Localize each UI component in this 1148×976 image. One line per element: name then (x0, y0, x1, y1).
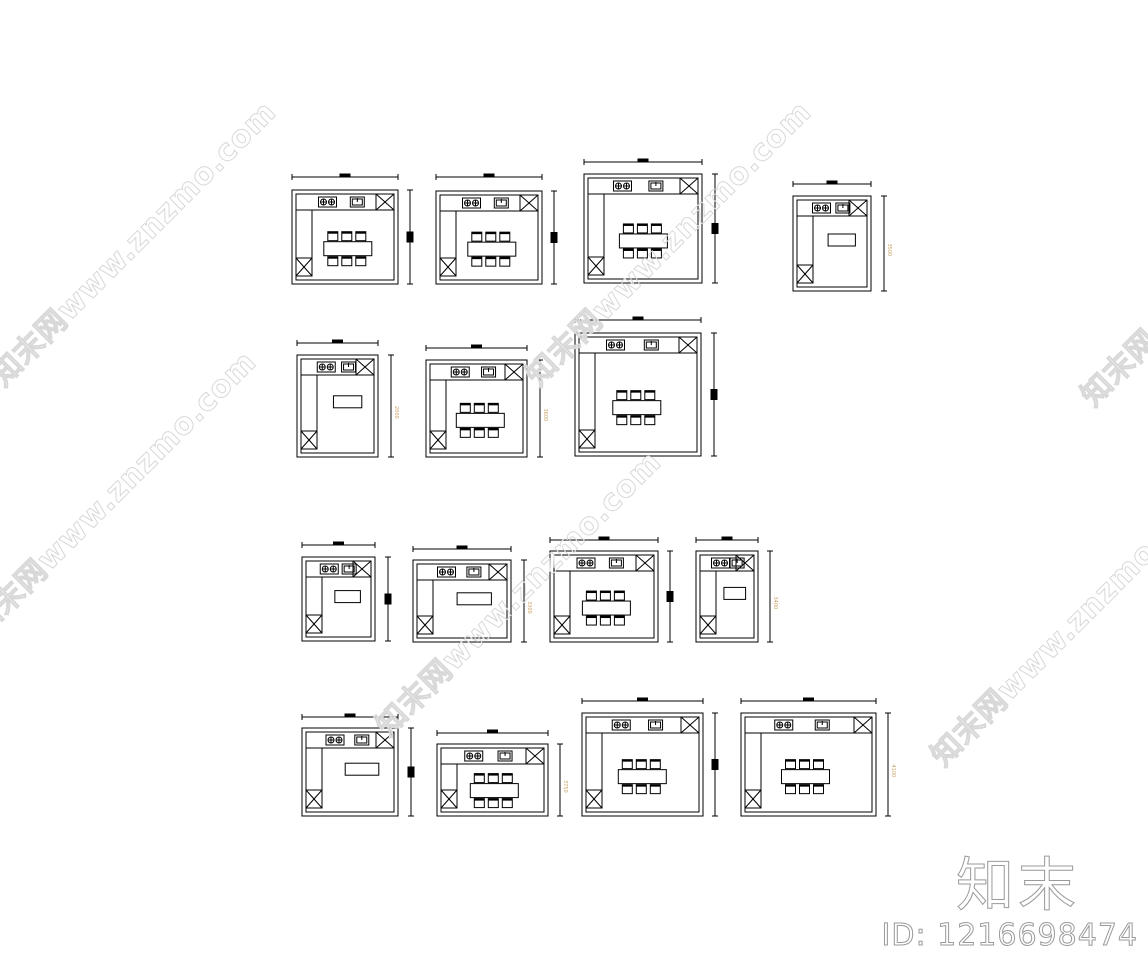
floor-plan-12 (301, 713, 415, 817)
svg-text:3500: 3500 (886, 244, 892, 257)
floor-plan-9: 3300 (412, 545, 532, 643)
floor-plan-5: 2000 (296, 339, 399, 458)
floor-plan-10 (549, 536, 674, 643)
svg-text:3750: 3750 (562, 780, 568, 793)
svg-text:2000: 2000 (393, 406, 399, 419)
svg-text:3400: 3400 (772, 597, 778, 610)
brand-logo: 知末 (955, 851, 1080, 920)
floor-plans-group: 3500 2000 3600 3300 3400 3750 4100 (291, 158, 896, 817)
floor-plan-15: 4100 (740, 697, 896, 817)
svg-text:3300: 3300 (526, 601, 532, 614)
svg-text:4100: 4100 (890, 765, 896, 778)
floor-plan-13: 3750 (436, 729, 568, 817)
svg-text:3600: 3600 (542, 409, 548, 422)
floor-plan-11: 3400 (695, 536, 778, 643)
floor-plan-7 (574, 316, 718, 457)
floor-plan-3 (583, 158, 719, 284)
floor-plan-1 (291, 173, 414, 285)
floor-plan-14 (581, 697, 719, 817)
floor-plan-4: 3500 (792, 180, 892, 292)
floor-plan-2 (435, 173, 558, 285)
floor-plan-8 (301, 541, 392, 642)
floor-plan-6: 3600 (425, 344, 548, 458)
asset-id: ID: 1216698474 (881, 918, 1138, 954)
